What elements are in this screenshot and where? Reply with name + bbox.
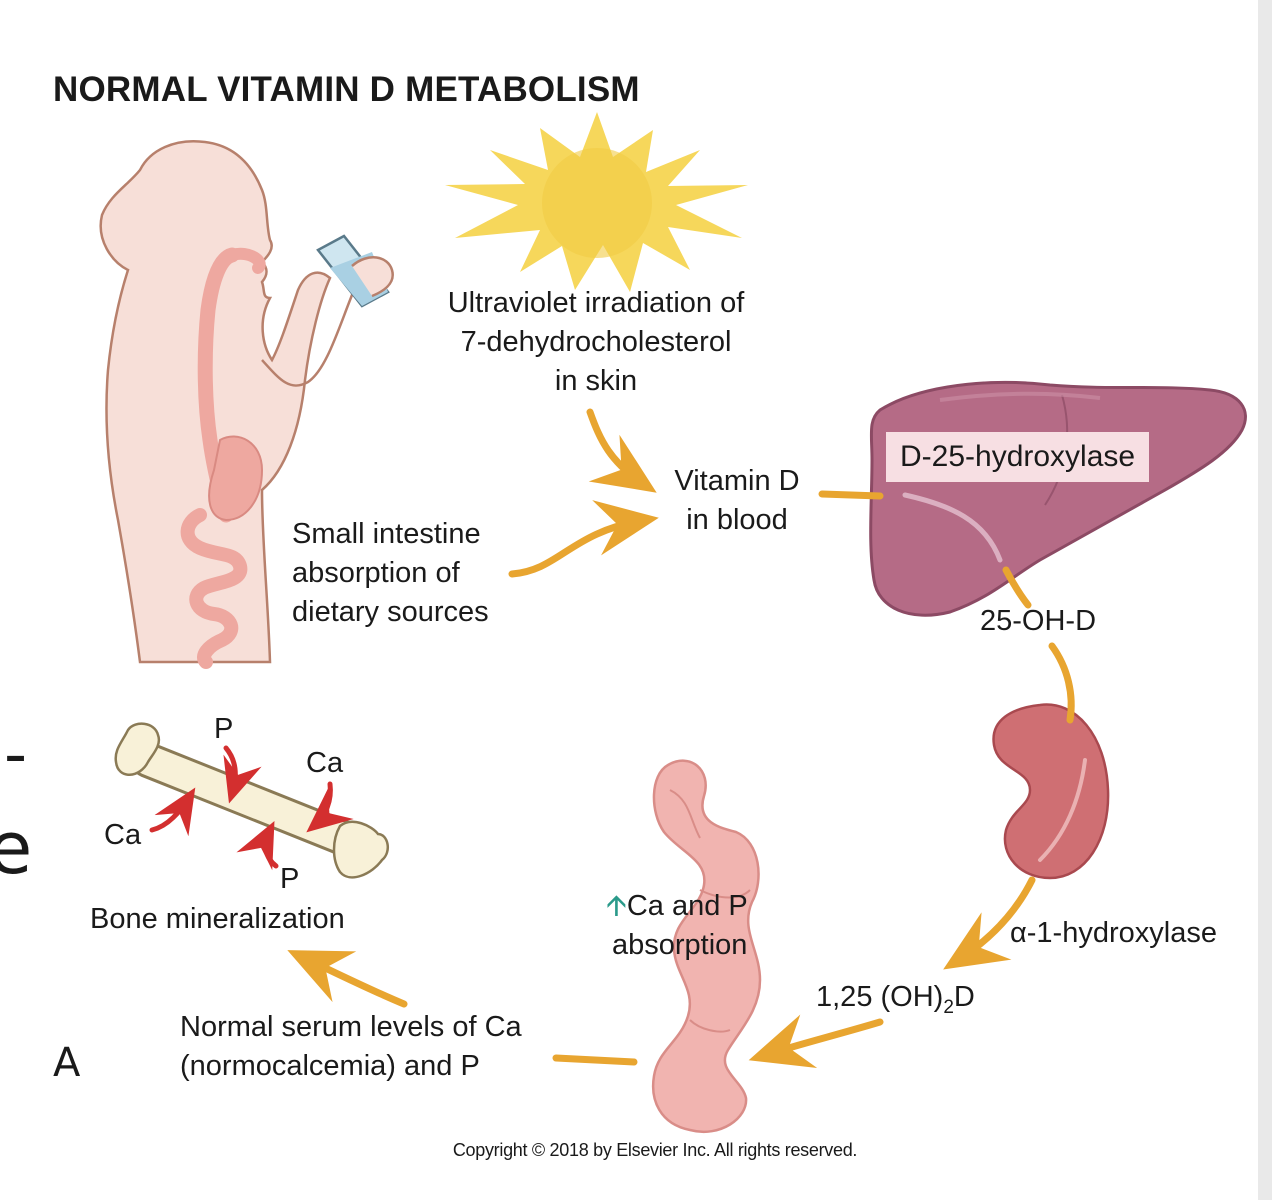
calcitriol-suffix: D	[953, 981, 975, 1013]
arrow-serum-to-bone	[287, 950, 408, 1008]
serum-line1: Normal serum levels of Ca	[180, 1011, 522, 1043]
gut-line1: Ca and P	[626, 890, 748, 922]
bone-ca-left-label: Ca	[104, 819, 142, 851]
gut-absorption-label: 🡩Ca and P absorption	[606, 887, 748, 965]
arrow-p-bottom	[236, 821, 279, 871]
panel-letter: A	[53, 1040, 81, 1086]
arrow-gut-to-serum	[552, 1054, 638, 1066]
copyright-notice: Copyright © 2018 by Elsevier Inc. All ri…	[452, 1140, 858, 1160]
edge-fragment-e: e	[0, 806, 33, 890]
kidney-icon	[992, 703, 1110, 880]
serum-levels-label: Normal serum levels of Ca (normocalcemia…	[180, 1008, 522, 1086]
intestine-line3: dietary sources	[292, 596, 489, 628]
uv-label: Ultraviolet irradiation of 7-dehydrochol…	[400, 284, 792, 401]
intestine-line2: absorption of	[292, 557, 460, 589]
sun-icon	[445, 112, 748, 292]
serum-line2: (normocalcemia) and P	[180, 1050, 480, 1082]
arrow-p-top	[223, 745, 262, 804]
vitamin-d-line1: Vitamin D	[674, 465, 800, 497]
intestine-absorption-label: Small intestine absorption of dietary so…	[292, 515, 489, 632]
uv-label-line2: 7-dehydrocholesterol	[460, 326, 732, 358]
arrow-kidney-to-calcitriol	[943, 876, 1036, 970]
intestine-icon	[651, 759, 762, 1133]
uv-label-line1: Ultraviolet irradiation of	[447, 287, 745, 319]
liver-icon	[869, 380, 1247, 617]
arrow-vitd-to-liver	[818, 490, 884, 500]
arrow-ca-right	[306, 781, 354, 833]
page-right-edge	[1258, 0, 1272, 1200]
arrow-ca-left	[149, 787, 196, 837]
bone-mineralization-label: Bone mineralization	[90, 903, 345, 935]
kidney-enzyme-label: α-1-hydroxylase	[1010, 917, 1217, 949]
bone-icon	[114, 722, 390, 879]
bone-p-top-label: P	[214, 713, 234, 745]
calcitriol-label: 1,25 (OH)2D	[816, 978, 975, 1027]
calcitriol-subscript: 2	[943, 996, 954, 1018]
calcitriol-prefix: 1,25 (OH)	[816, 981, 944, 1013]
bone-ca-right-label: Ca	[306, 747, 344, 779]
uv-label-line3: in skin	[554, 365, 638, 397]
diagram-title: NORMAL VITAMIN D METABOLISM	[53, 70, 640, 109]
gut-line2: absorption	[612, 929, 748, 961]
intestine-line1: Small intestine	[292, 518, 481, 550]
woman-drinking-figure	[99, 139, 394, 669]
metabolite-25-label: 25-OH-D	[980, 605, 1097, 637]
vitamin-d-label: Vitamin D in blood	[652, 462, 822, 540]
arrow-liver-to-25ohd	[1002, 566, 1032, 609]
arrow-calcitriol-to-gut	[748, 1014, 884, 1068]
liver-enzyme-label: D-25-hydroxylase	[886, 432, 1150, 482]
vitamin-d-line2: in blood	[686, 504, 788, 536]
mineral-arrows	[149, 745, 354, 871]
arrow-25ohd-to-kidney	[1048, 642, 1075, 724]
arrow-uv-to-vitd	[586, 408, 657, 493]
up-arrow-icon: 🡩	[606, 890, 627, 922]
bone-p-bottom-label: P	[280, 863, 300, 895]
edge-fragment-dash: -	[4, 718, 28, 792]
arrow-intestine-to-vitd	[508, 500, 659, 578]
